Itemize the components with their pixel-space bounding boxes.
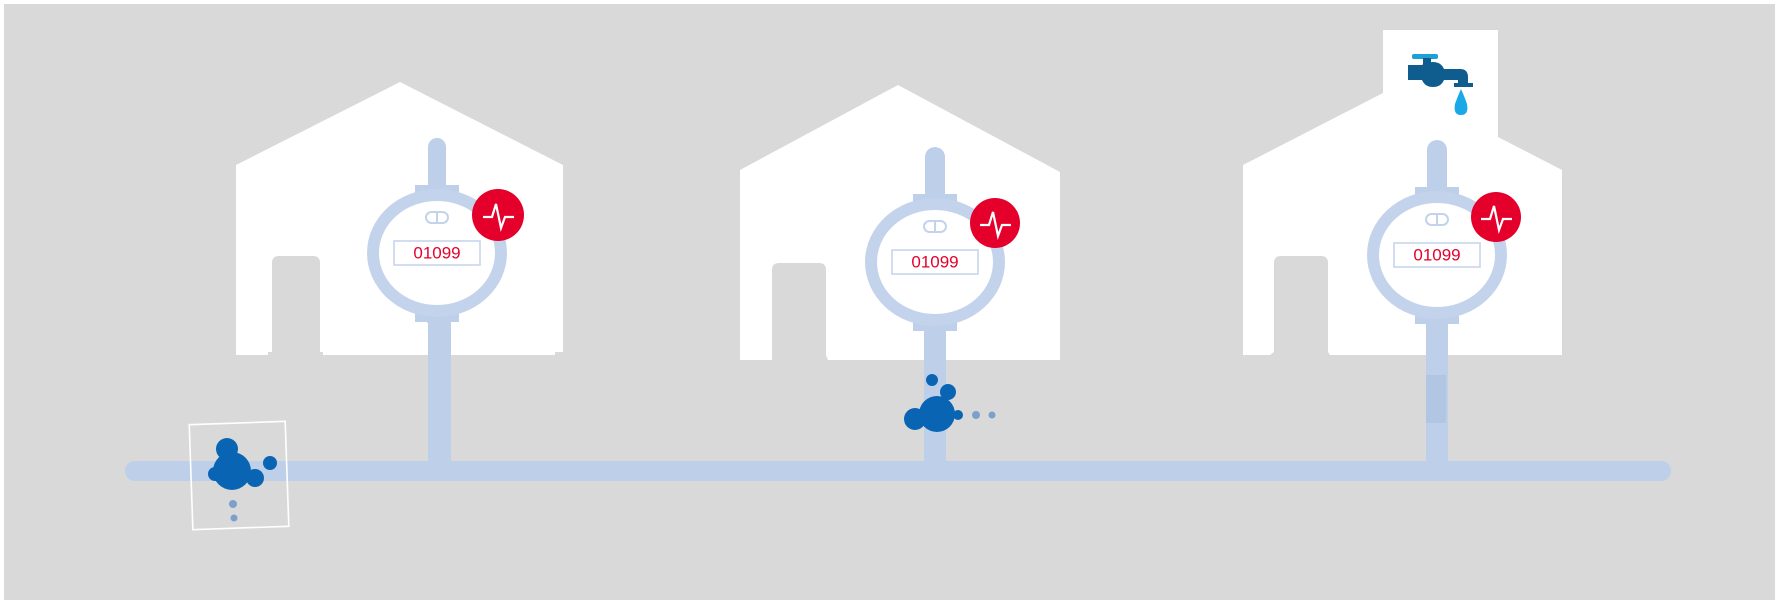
meter-reading: 01099 [413, 244, 460, 263]
meter-reading: 01099 [1413, 246, 1460, 265]
main-water-pipe [125, 461, 1671, 481]
service-pipe [428, 320, 451, 470]
meter-reading: 01099 [911, 253, 958, 272]
pulse-alert-icon[interactable] [1471, 192, 1521, 242]
pulse-alert-icon[interactable] [472, 189, 524, 241]
pulse-alert-icon[interactable] [970, 198, 1020, 248]
pipe-shadow [1426, 375, 1446, 423]
